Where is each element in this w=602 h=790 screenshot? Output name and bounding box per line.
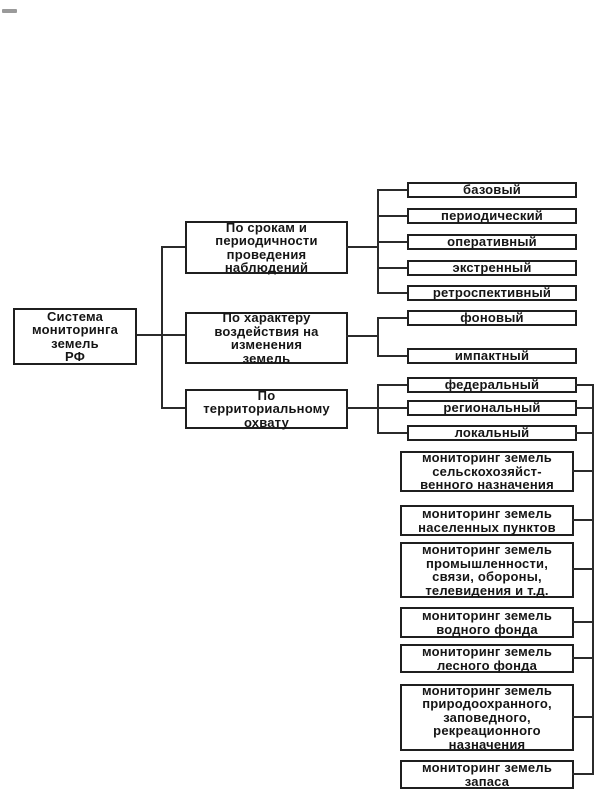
scan-artifact [2,9,17,13]
reserve-lands-monitoring-box: мониторинг земель запаса [400,760,574,789]
connector-line [161,407,185,409]
connector-line [377,317,379,357]
connector-line [161,246,185,248]
forest-fund-lands-monitoring-box: мониторинг земель лесного фонда [400,644,574,673]
connector-line [572,621,594,623]
leaf-operative-box: оперативный [407,234,577,250]
connector-line [377,384,379,434]
water-fund-lands-monitoring-box: мониторинг земель водного фонда [400,607,574,638]
connector-line [572,716,594,718]
leaf-impact-box: импактный [407,348,577,364]
leaf-background-box: фоновый [407,310,577,326]
agricultural-lands-monitoring-box: мониторинг земель сельскохозяйст- венног… [400,451,574,492]
connector-line [346,335,377,337]
leaf-regional-box: региональный [407,400,577,416]
connector-line [377,215,407,217]
branch-by-terms-box: По срокам и периодичности проведения наб… [185,220,348,274]
connector-line [377,267,407,269]
branch-by-territory-box: По территориальному охвату [185,389,348,429]
connector-line [377,432,407,434]
connector-line [575,432,594,434]
connector-line [592,384,594,775]
connector-line [572,657,594,659]
connector-line [575,384,594,386]
connector-line [572,568,594,570]
leaf-periodic-box: периодический [407,208,577,224]
connector-line [575,407,594,409]
branch-by-impact-box: По характеру воздействия на изменения зе… [185,311,348,365]
settlement-lands-monitoring-box: мониторинг земель населенных пунктов [400,505,574,536]
leaf-local-box: локальный [407,425,577,441]
nature-protection-lands-monitoring-box: мониторинг земель природоохранного, запо… [400,684,574,751]
connector-line [572,470,594,472]
connector-line [572,519,594,521]
leaf-retrospective-box: ретроспективный [407,285,577,301]
connector-line [377,292,407,294]
connector-line [377,355,407,357]
root-system-box: Система мониторинга земель РФ [13,308,137,365]
leaf-basic-box: базовый [407,182,577,198]
leaf-federal-box: федеральный [407,377,577,393]
leaf-emergency-box: экстренный [407,260,577,276]
connector-line [377,241,407,243]
connector-line [572,773,594,775]
connector-line [346,407,377,409]
connector-line [377,189,407,191]
connector-line [377,317,407,319]
industry-lands-monitoring-box: мониторинг земель промышленности, связи,… [400,542,574,598]
connector-line [346,246,377,248]
connector-line [377,384,407,386]
connector-line [161,246,163,409]
connector-line [377,407,407,409]
